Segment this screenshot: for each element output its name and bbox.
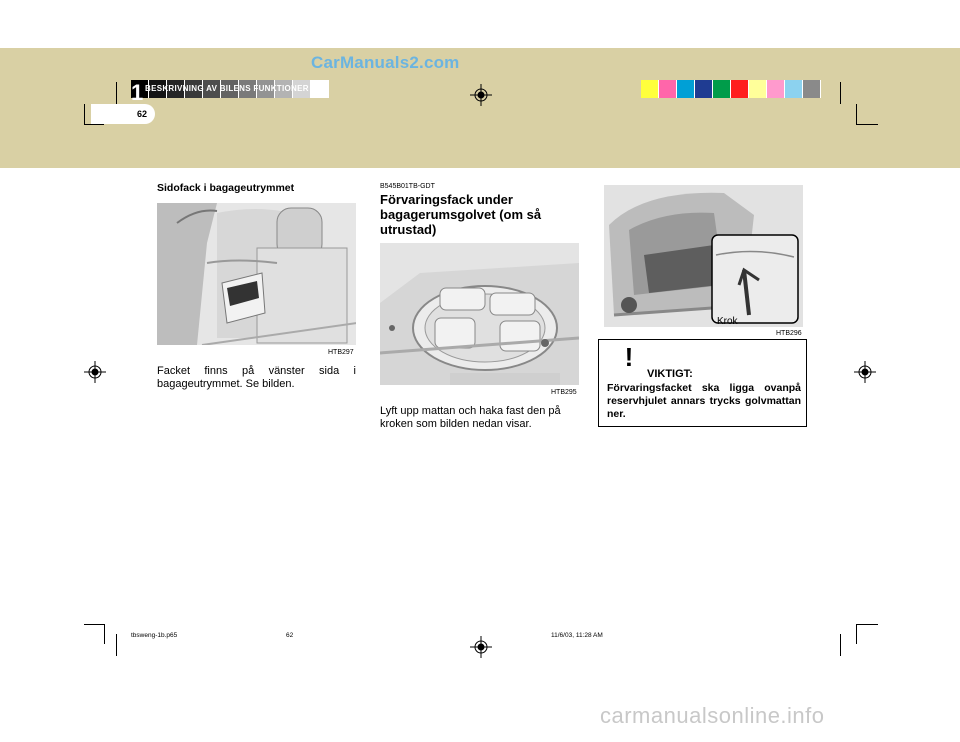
watermark: CarManuals2.com — [311, 53, 460, 72]
trunk-hook-photo — [604, 185, 803, 327]
color-swatch — [149, 80, 167, 98]
crop-mark — [856, 124, 878, 125]
warning-text: Förvaringsfacket ska ligga ovanpå reserv… — [607, 382, 801, 420]
crop-mark — [116, 82, 117, 104]
color-swatch — [749, 80, 767, 98]
color-swatch — [311, 80, 329, 98]
crop-mark — [116, 634, 117, 656]
color-swatch — [221, 80, 239, 98]
figure-code: HTB297 — [328, 349, 354, 356]
color-swatch — [713, 80, 731, 98]
color-swatch — [257, 80, 275, 98]
registration-mark-icon — [470, 636, 492, 658]
color-swatch — [293, 80, 311, 98]
hook-callout-label: Krok — [717, 316, 738, 327]
color-swatch — [167, 80, 185, 98]
crop-mark — [104, 624, 105, 644]
exclamation-icon: ! — [625, 342, 634, 370]
color-swatch — [239, 80, 257, 98]
crop-mark — [856, 624, 857, 644]
color-swatch — [275, 80, 293, 98]
header-band — [0, 48, 960, 168]
registration-mark-icon — [84, 361, 106, 383]
chapter-number: 1 — [131, 80, 144, 105]
color-swatch — [785, 80, 803, 98]
color-bar — [641, 80, 821, 98]
crop-mark — [856, 104, 857, 124]
chapter-title: BESKRIVNING AV BILENS FUNKTIONER — [145, 84, 309, 93]
crop-mark — [84, 104, 85, 124]
crop-mark — [856, 624, 878, 625]
figure-code: HTB296 — [776, 330, 802, 337]
color-swatch — [641, 80, 659, 98]
color-swatch — [767, 80, 785, 98]
color-swatch — [659, 80, 677, 98]
color-swatch — [677, 80, 695, 98]
registration-mark-icon — [854, 361, 876, 383]
grayscale-bar — [131, 80, 329, 98]
color-swatch — [731, 80, 749, 98]
page-number: 62 — [91, 104, 155, 124]
crop-mark — [84, 124, 104, 125]
crop-mark — [84, 624, 104, 625]
body-text: Lyft upp mattan och haka fast den på kro… — [380, 405, 561, 430]
color-swatch — [695, 80, 713, 98]
site-footer: carmanualsonline.info — [600, 703, 825, 728]
footer-file: tbsweng-1b.p65 — [131, 632, 178, 639]
warning-title: VIKTIGT: — [647, 368, 693, 380]
svg-text:!: ! — [625, 342, 634, 370]
section-heading: Förvaringsfack under bagagerumsgolvet (o… — [380, 192, 542, 237]
section-heading: Sidofack i bagageutrymmet — [157, 182, 295, 194]
color-swatch — [131, 80, 149, 98]
section-code: B545B01TB-GDT — [380, 183, 435, 190]
crop-mark — [840, 634, 841, 656]
color-swatch — [185, 80, 203, 98]
registration-mark-icon — [470, 84, 492, 106]
cargo-side-pocket-photo — [157, 203, 356, 345]
color-swatch — [803, 80, 821, 98]
color-swatch — [203, 80, 221, 98]
footer-page: 62 — [286, 632, 294, 639]
body-text: Facket finns på vänster sida i bagageutr… — [157, 365, 356, 390]
figure-code: HTB295 — [551, 389, 577, 396]
footer-timestamp: 11/6/03, 11:28 AM — [551, 632, 603, 639]
crop-mark — [840, 82, 841, 104]
underfloor-storage-photo — [380, 243, 579, 385]
warning-box: ! VIKTIGT: Förvaringsfacket ska ligga ov… — [598, 339, 807, 427]
